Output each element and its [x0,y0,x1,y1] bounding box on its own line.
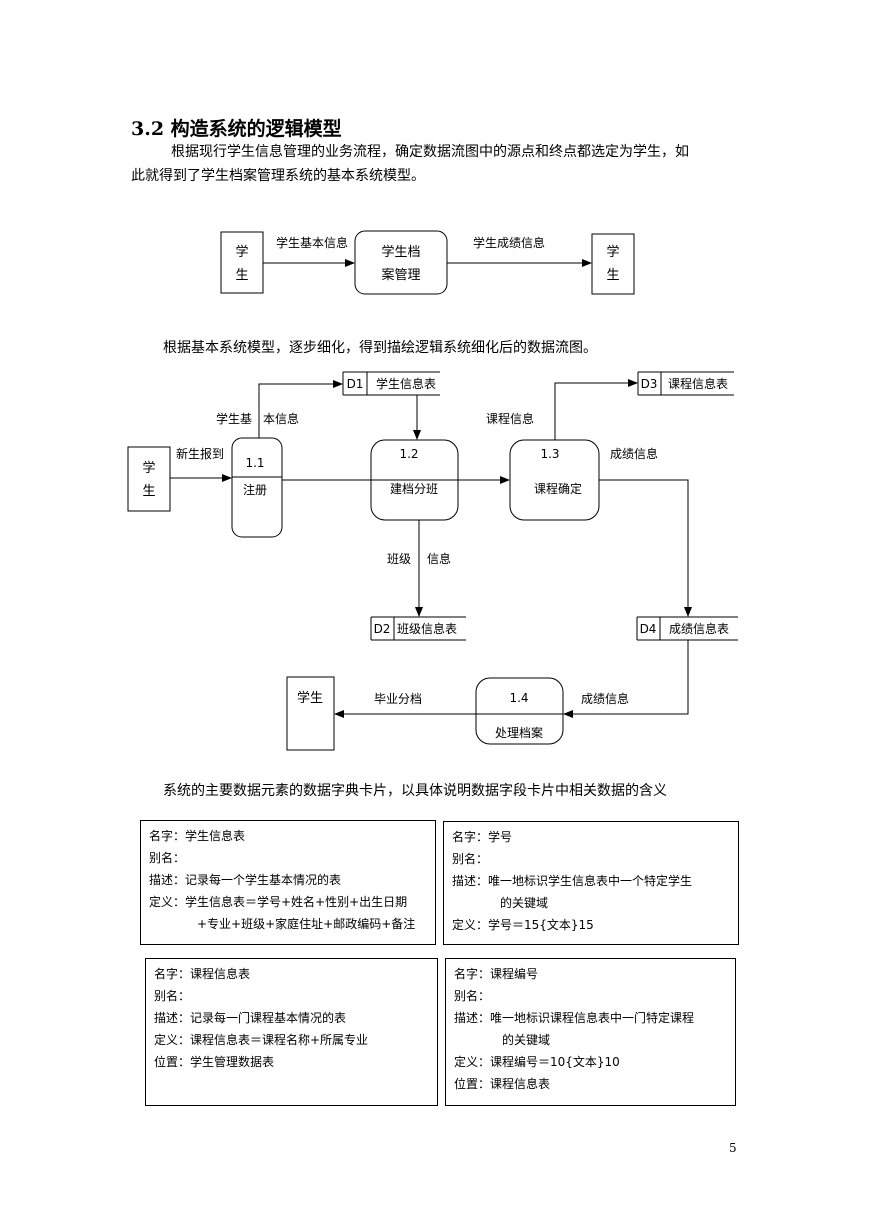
detailed-dfd: 学 生 1.1 注册 1.2 建档分班 1.3 课程确定 1.4 处理档案 D1… [127,371,738,751]
flow-class-info-label-a: 班级 [387,552,411,566]
process-1-3-id: 1.3 [540,447,559,461]
flow-course-info-arrow [554,379,638,440]
basic-process-label-bottom: 案管理 [381,268,420,283]
card-field-description: 描述：唯一地标识课程信息表中一门特定课程 [454,1011,695,1025]
flow-basic-info-label-a: 学生基 [216,411,252,426]
basic-source-box [220,231,264,294]
basic-sink-box [591,233,635,295]
d4-name: 成绩信息表 [669,621,729,636]
card-field-definition: 定义：学号＝15{文本}15 [452,918,594,932]
process-1-2-name: 建档分班 [390,482,438,496]
basic-source-label-top: 学 [235,244,248,260]
card-field-description: 描述：唯一地标识学生信息表中一个特定学生 [452,874,693,888]
process-1-3-name: 课程确定 [534,481,582,496]
flow-class-info-label-b: 信息 [427,551,451,566]
paragraph-intro-line2: 此就得到了学生档案管理系统的基本系统模型。 [131,168,425,184]
card-field-alias: 别名： [454,989,491,1003]
flow-grade-info-1-arrow [599,479,692,617]
flow-basic-info-label-b: 本信息 [263,411,299,426]
card-field-location: 位置：学生管理数据表 [154,1055,275,1069]
basic-process-box [354,230,448,295]
card-field-description: 描述：记录每一个学生基本情况的表 [149,873,342,887]
d1-id: D1 [347,377,364,391]
basic-sink-label-bottom: 生 [606,268,619,283]
section-heading: 3.2 构造系统的逻辑模型 [131,118,342,140]
card-field-definition: 定义：学生信息表＝学号+姓名+性别+出生日期 [149,895,408,909]
card-field-description: 描述：记录每一门课程基本情况的表 [154,1011,347,1025]
paragraph-refine: 根据基本系统模型，逐步细化，得到描绘逻辑系统细化后的数据流图。 [163,340,597,356]
card-field-alias: 别名： [452,852,489,866]
paragraph-dictionary: 系统的主要数据元素的数据字典卡片，以具体说明数据字段卡片中相关数据的含义 [163,783,667,799]
flow-grade-info-2-label: 成绩信息 [581,691,629,706]
d2-name: 班级信息表 [397,621,457,636]
card-field-description-cont: 的关键域 [500,896,549,910]
flow-basic-info-arrow [258,380,343,438]
dfd-student-source-bottom: 生 [142,484,155,499]
card-field-name: 名字：学号 [452,830,513,844]
d3-name: 课程信息表 [668,376,728,391]
process-1-4-id: 1.4 [509,691,528,705]
dfd-student-sink-label: 学生 [297,690,323,706]
dictionary-card-student-id: 名字：学号 别名： 描述：唯一地标识学生信息表中一个特定学生 的关键域 定义：学… [443,821,739,945]
dictionary-card-student-table: 名字：学生信息表 别名： 描述：记录每一个学生基本情况的表 定义：学生信息表＝学… [140,820,436,945]
dfd-student-sink [286,676,335,751]
basic-source-label-bottom: 生 [235,268,248,283]
d3-id: D3 [641,377,658,391]
flow-course-info-label: 课程信息 [486,411,534,426]
card-field-definition-cont: +专业+班级+家庭住址+邮政编码+备注 [197,917,416,931]
d1-name: 学生信息表 [376,376,436,391]
card-field-alias: 别名： [149,851,186,865]
basic-process-label-top: 学生档 [381,244,420,260]
d4-id: D4 [640,622,657,636]
basic-flow-in-label: 学生基本信息 [276,235,348,250]
dictionary-card-course-id: 名字：课程编号 别名： 描述：唯一地标识课程信息表中一门特定课程 的关键域 定义… [445,958,736,1106]
flow-new-student-label: 新生报到 [176,446,224,461]
card-field-description-cont: 的关键域 [502,1033,551,1047]
dictionary-card-course-table: 名字：课程信息表 别名： 描述：记录每一门课程基本情况的表 定义：课程信息表＝课… [145,958,438,1106]
card-field-name: 名字：学生信息表 [149,829,246,843]
process-1-1-name: 注册 [243,482,267,497]
basic-flow-out-label: 学生成绩信息 [473,235,545,250]
d2-id: D2 [374,622,391,636]
card-field-name: 名字：课程编号 [454,967,539,981]
basic-system-model: 学 生 学生档 案管理 学 生 学生基本信息 学生成绩信息 [220,230,635,295]
process-1-1 [231,437,283,538]
process-1-1-id: 1.1 [245,456,264,470]
flow-grade-info-2-arrow [563,640,689,718]
dfd-student-source [127,446,171,512]
paragraph-intro-line1: 根据现行学生信息管理的业务流程，确定数据流图中的源点和终点都选定为学生，如 [171,144,689,160]
dfd-student-source-top: 学 [142,460,155,476]
process-1-4-name: 处理档案 [495,725,543,740]
process-1-2-id: 1.2 [399,447,418,461]
card-field-alias: 别名： [154,989,191,1003]
card-field-name: 名字：课程信息表 [154,967,251,981]
card-field-location: 位置：课程信息表 [454,1077,551,1091]
card-field-definition: 定义：课程信息表＝课程名称+所属专业 [154,1033,369,1047]
basic-sink-label-top: 学 [606,244,619,260]
card-field-definition: 定义：课程编号＝10{文本}10 [454,1055,620,1069]
page-number: 5 [729,1141,737,1155]
flow-grade-info-1-label: 成绩信息 [610,446,658,461]
flow-graduation-label: 毕业分档 [374,692,422,706]
